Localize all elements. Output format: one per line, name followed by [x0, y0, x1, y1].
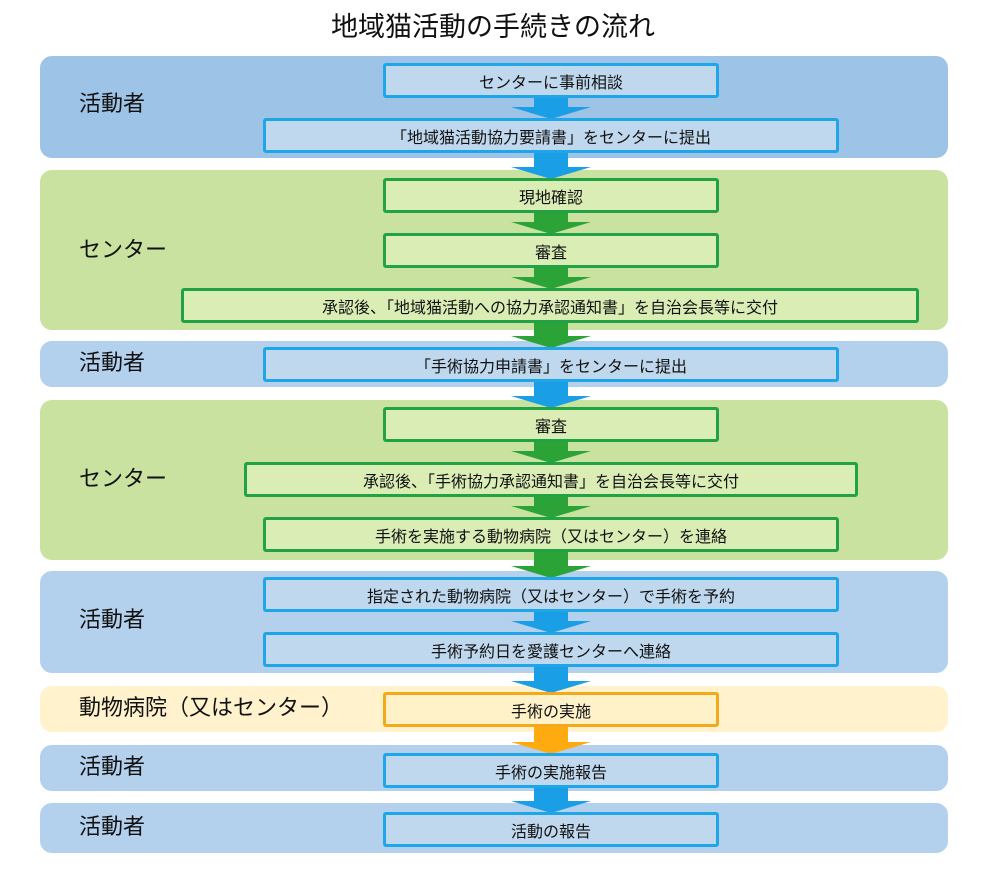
step-review-1: 審査 — [383, 233, 719, 268]
band-label-actor-5: 活動者 — [79, 815, 146, 840]
step-review-2: 審査 — [383, 407, 719, 442]
step-report-surgery-date: 手術予約日を愛護センターへ連絡 — [263, 632, 839, 667]
band-label-actor-3: 活動者 — [79, 608, 146, 633]
step-book-surgery: 指定された動物病院（又はセンター）で手術を予約 — [263, 577, 839, 612]
step-issue-approval-notice: 承認後、「地域猫活動への協力承認通知書」を自治会長等に交付 — [181, 288, 919, 323]
step-site-check: 現地確認 — [383, 178, 719, 213]
step-issue-surgery-approval: 承認後、「手術協力承認通知書」を自治会長等に交付 — [244, 462, 858, 497]
step-consultation: センターに事前相談 — [383, 63, 719, 98]
band-label-center-2: センター — [79, 467, 168, 492]
step-perform-surgery: 手術の実施 — [383, 692, 719, 727]
step-surgery-report: 手術の実施報告 — [383, 753, 719, 788]
band-label-center-1: センター — [79, 238, 168, 263]
band-label-actor-1: 活動者 — [79, 92, 146, 117]
step-activity-report: 活動の報告 — [383, 812, 719, 847]
band-label-hospital: 動物病院（又はセンター） — [79, 696, 344, 721]
step-notify-hospital: 手術を実施する動物病院（又はセンター）を連絡 — [263, 517, 839, 552]
page-title: 地域猫活動の手続きの流れ — [331, 12, 655, 43]
band-label-actor-2: 活動者 — [79, 351, 146, 376]
band-label-actor-4: 活動者 — [79, 755, 146, 780]
step-submit-cooperation-request: 「地域猫活動協力要請書」をセンターに提出 — [263, 118, 839, 153]
step-submit-surgery-application: 「手術協力申請書」をセンターに提出 — [263, 347, 839, 382]
